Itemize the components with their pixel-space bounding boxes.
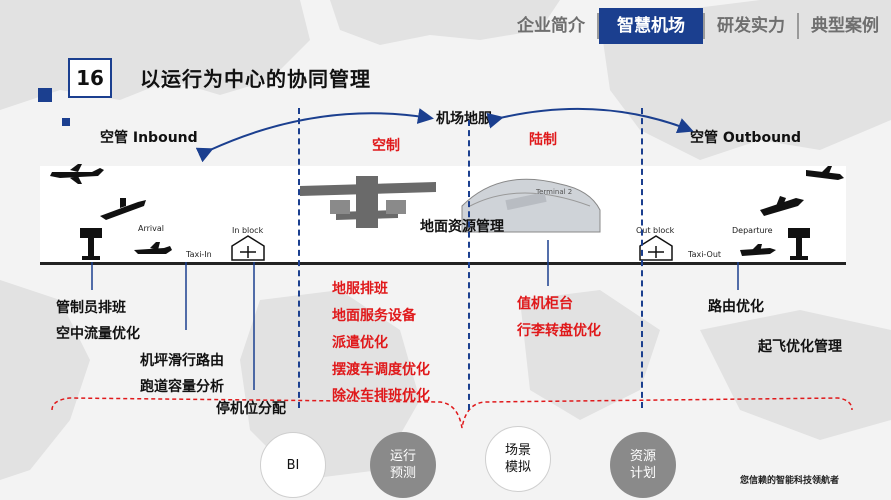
decor-square-small bbox=[62, 118, 70, 126]
plane-icon bbox=[100, 198, 146, 220]
terminal-sign: Terminal 2 bbox=[536, 188, 573, 196]
landside-item: 行李转盘优化 bbox=[517, 323, 601, 339]
outbound-item: 起飞优化管理 bbox=[758, 339, 842, 355]
zone-outbound: 空管 Outbound bbox=[690, 130, 802, 146]
circle-resource-plan: 资源计划 bbox=[610, 432, 676, 498]
control-tower-icon bbox=[788, 228, 810, 260]
ground-resource-management: 地面资源管理 bbox=[420, 219, 504, 235]
ground-line bbox=[40, 262, 846, 265]
zone-ground-service: 机场地服 bbox=[436, 111, 492, 127]
footer-slogan: 您信赖的智能科技领航者 bbox=[739, 476, 839, 486]
tab-company-intro[interactable]: 企业简介 bbox=[517, 16, 585, 36]
top-nav: 企业简介 智慧机场 研发实力 典型案例 bbox=[505, 8, 891, 44]
tab-smart-airport[interactable]: 智慧机场 bbox=[599, 8, 703, 44]
aircraft-top-view-icon bbox=[300, 176, 436, 228]
divider-center bbox=[468, 120, 470, 410]
divider-outbound bbox=[641, 108, 643, 408]
decor-square bbox=[38, 88, 52, 102]
circle-scenario-simulation: 场景模拟 bbox=[485, 426, 551, 492]
inbound-item: 管制员排班 bbox=[56, 300, 126, 316]
inbound-item: 机坪滑行路由 bbox=[140, 353, 224, 369]
plane-icon bbox=[134, 242, 172, 254]
landside-item: 值机柜台 bbox=[517, 296, 573, 312]
label-departure: Departure bbox=[732, 226, 773, 235]
plane-icon bbox=[760, 196, 804, 216]
page-title: 以运行为中心的协同管理 bbox=[140, 67, 371, 91]
airside-item: 除冰车排班优化 bbox=[332, 388, 430, 404]
label-out-block: Out block bbox=[636, 226, 675, 235]
inbound-item: 跑道容量分析 bbox=[140, 379, 224, 395]
circle-operation-forecast: 运行预测 bbox=[370, 432, 436, 498]
zone-landside-control: 陆制 bbox=[529, 132, 557, 148]
outbound-item: 路由优化 bbox=[708, 299, 764, 315]
plane-icon bbox=[50, 164, 104, 184]
label-taxi-in: Taxi-In bbox=[186, 250, 212, 259]
slide-number: 16 bbox=[68, 58, 112, 98]
airside-item: 地服排班 bbox=[332, 281, 388, 297]
airside-item: 派遣优化 bbox=[332, 335, 388, 351]
airside-item: 摆渡车调度优化 bbox=[332, 362, 430, 378]
inbound-item: 空中流量优化 bbox=[56, 326, 140, 342]
nav-divider bbox=[597, 13, 599, 39]
label-in-block: In block bbox=[232, 226, 264, 235]
inbound-item: 停机位分配 bbox=[216, 401, 286, 417]
plane-icon bbox=[740, 244, 776, 256]
airside-item: 地面服务设备 bbox=[332, 308, 416, 324]
tab-typical-cases[interactable]: 典型案例 bbox=[811, 16, 879, 36]
tab-rnd-strength[interactable]: 研发实力 bbox=[717, 16, 785, 36]
hangar-icon bbox=[231, 235, 265, 261]
divider-airside bbox=[298, 108, 300, 408]
circle-bi: BI bbox=[260, 432, 326, 498]
airport-flow-band bbox=[40, 166, 846, 262]
nav-divider bbox=[703, 13, 705, 39]
label-taxi-out: Taxi-Out bbox=[688, 250, 722, 259]
nav-divider bbox=[797, 13, 799, 39]
zone-inbound: 空管 Inbound bbox=[100, 130, 198, 146]
plane-icon bbox=[806, 166, 844, 180]
label-arrival: Arrival bbox=[138, 224, 164, 233]
terminal-building-icon bbox=[461, 178, 601, 233]
control-tower-icon bbox=[80, 228, 102, 260]
hangar-icon bbox=[639, 235, 673, 261]
